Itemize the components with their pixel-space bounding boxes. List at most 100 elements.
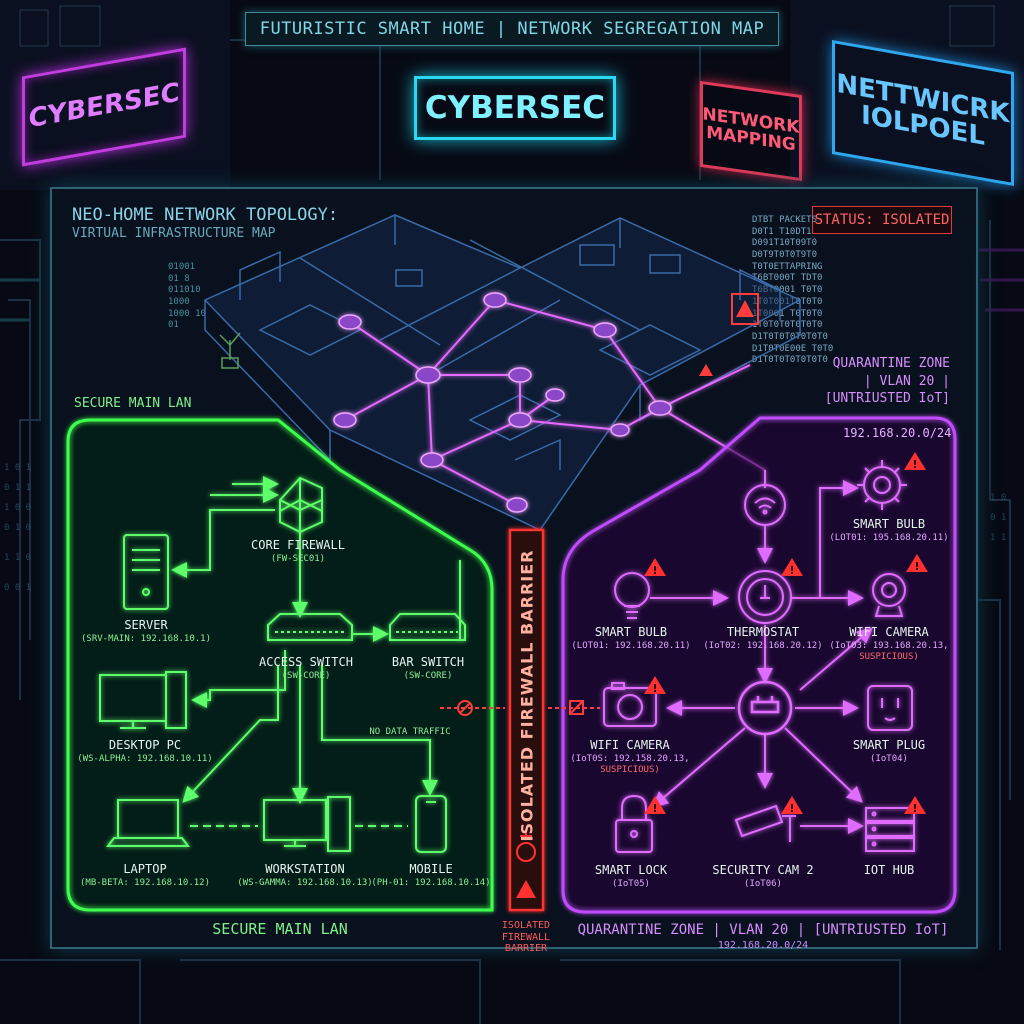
data-stream-line-right: T0T0ETTAPRING bbox=[752, 261, 823, 272]
svg-text:0 1 1: 0 1 1 bbox=[4, 483, 31, 493]
workstation-label: WORKSTATION bbox=[265, 862, 345, 876]
bar-switch-sub: (SW-CORE) bbox=[403, 671, 453, 681]
secure-lan-title: SECURE MAIN LAN bbox=[74, 396, 192, 411]
svg-text:0 1 0: 0 1 0 bbox=[4, 523, 31, 533]
svg-text:1 0 0: 1 0 0 bbox=[4, 503, 31, 513]
smart-plug-icon bbox=[867, 685, 913, 731]
thermostat-icon bbox=[738, 570, 792, 624]
data-stream-line-right: 1T0T001T0T0T0 bbox=[752, 297, 833, 309]
svg-text:0 0 1: 0 0 1 bbox=[4, 583, 31, 593]
svg-text:!: ! bbox=[914, 560, 919, 573]
svg-text:!: ! bbox=[652, 682, 657, 695]
svg-text:1 0: 1 0 bbox=[990, 493, 1006, 503]
data-stream-line-right: D1T0T0E00E T0T0 bbox=[752, 343, 834, 354]
topology-subtitle: VIRTUAL INFRASTRUCTURE MAP bbox=[72, 226, 276, 241]
status-badge: STATUS: ISOLATED bbox=[812, 206, 952, 234]
security-cam-2-label: SECURITY CAM 2 bbox=[712, 863, 814, 877]
svg-text:1 1: 1 1 bbox=[990, 533, 1006, 543]
core-firewall-sub: (FW-SEC01) bbox=[270, 554, 326, 564]
mobile-icon bbox=[415, 795, 447, 853]
wifi-camera-icon-left bbox=[603, 682, 657, 727]
mobile-label: MOBILE bbox=[409, 862, 453, 876]
bar-switch-label: BAR SWITCH bbox=[391, 655, 465, 669]
smart-lock-sub: (IoT05) bbox=[612, 879, 650, 889]
smart-lock-label: SMART LOCK bbox=[594, 863, 668, 877]
data-stream-line-right: DTBT PACKETS bbox=[752, 215, 818, 225]
laptop-sub: (MB-BETA: 192.168.10.12) bbox=[79, 878, 211, 888]
access-switch-icon bbox=[267, 613, 353, 641]
iot-hub-label: IOT HUB bbox=[863, 863, 915, 877]
quarantine-footer: QUARANTINE ZONE | VLAN 20 | [UNTRIUSTED … bbox=[577, 922, 949, 938]
bar-switch-icon bbox=[389, 613, 466, 641]
data-stream-line-left: 01 8 bbox=[168, 273, 190, 284]
access-switch-label: ACCESS SWITCH bbox=[259, 655, 353, 669]
wifi-camera-right-suspicious: SUSPICIOUS) bbox=[859, 652, 919, 662]
smart-bulb-top-sub: (LOT01: 195.168.20.11) bbox=[829, 533, 949, 543]
iot-hub-icon bbox=[865, 807, 915, 852]
data-stream-line-left: 01 bbox=[168, 320, 179, 331]
firewall-barrier-footer: ISOLATED FIREWALL BARRIER bbox=[501, 920, 551, 954]
bulb-icon bbox=[614, 572, 650, 619]
laptop-icon bbox=[106, 799, 190, 847]
access-switch-sub: (SW-CORE) bbox=[281, 671, 331, 681]
gear-icon bbox=[857, 460, 907, 510]
data-stream-line-left: 1000 10 bbox=[168, 308, 206, 319]
warning-icons bbox=[644, 452, 928, 814]
smart-bulb-top-label: SMART BULB bbox=[852, 517, 926, 531]
wifi-camera-icon-right bbox=[872, 573, 906, 617]
firewall-barrier-label: ISOLATED FIREWALL BARRIER bbox=[517, 549, 537, 841]
workstation-icon bbox=[263, 796, 351, 852]
svg-text:0 1: 0 1 bbox=[990, 513, 1006, 523]
no-data-traffic-label: NO DATA TRAFFIC bbox=[369, 727, 451, 737]
blocked-links bbox=[440, 700, 600, 716]
secure-lan-boundary bbox=[66, 418, 494, 912]
wifi-camera-right-label: WIFI CAMERA bbox=[849, 625, 929, 639]
wifi-camera-left-label: WIFI CAMERA bbox=[590, 738, 670, 752]
secure-lan-footer: SECURE MAIN LAN bbox=[212, 920, 348, 938]
desktop-pc-sub: (WS-ALPHA: 192.168.10.11) bbox=[77, 754, 213, 764]
page-title: FUTURISTIC SMART HOME | NETWORK SEGREGAT… bbox=[245, 12, 779, 46]
thermostat-sub: (IoT02: 192.168.20.12) bbox=[703, 641, 823, 651]
laptop-label: LAPTOP bbox=[123, 862, 167, 876]
workstation-sub: (WS-GAMMA: 192.168.10.13) bbox=[237, 878, 373, 888]
security-camera-icon bbox=[734, 804, 796, 842]
smart-bulb-sub: (LOT01: 192.168.20.11) bbox=[571, 641, 691, 651]
house-warning-icon-small bbox=[699, 364, 713, 376]
wifi-camera-left-suspicious: SUSPICIOUS) bbox=[600, 765, 660, 775]
iot-hub-center-icon bbox=[737, 680, 793, 736]
core-firewall-label: CORE FIREWALL bbox=[251, 538, 345, 552]
data-stream-line-right: D1T0T0T0T0T0T0 bbox=[752, 355, 828, 366]
desktop-pc-icon bbox=[99, 671, 187, 729]
firewall-barrier bbox=[508, 528, 545, 912]
server-label: SERVER bbox=[124, 618, 168, 632]
wifi-router-icon bbox=[744, 484, 786, 526]
data-stream-line-right: 1T0001 T0T0T0 bbox=[752, 308, 823, 319]
svg-text:!: ! bbox=[789, 564, 794, 577]
mobile-sub: (PH-01: 192.168.10.14) bbox=[371, 878, 491, 888]
svg-text:1 0 1: 1 0 1 bbox=[4, 463, 31, 473]
quarantine-links bbox=[650, 470, 874, 834]
isometric-house bbox=[203, 214, 802, 531]
data-stream-line-left: 01001 bbox=[168, 262, 196, 272]
thermostat-label: THERMOSTAT bbox=[726, 625, 800, 639]
secure-lan-links bbox=[171, 476, 461, 827]
smart-plug-label: SMART PLUG bbox=[852, 738, 926, 752]
data-stream-line-left: 1000 bbox=[168, 297, 190, 308]
server-icon bbox=[123, 534, 169, 610]
security-cam-2-sub: (IoT06) bbox=[744, 879, 782, 889]
data-stream-line-left: 011010 bbox=[168, 285, 201, 296]
cybersec-sign-center: CYBERSEC bbox=[414, 76, 616, 140]
smart-plug-sub: (IoT04) bbox=[870, 754, 908, 764]
data-stream-line-right: D091T10T09T0 bbox=[752, 238, 818, 249]
svg-text:!: ! bbox=[912, 802, 917, 815]
quarantine-footer-subnet: 192.168.20.0/24 bbox=[717, 940, 809, 951]
svg-text:!: ! bbox=[652, 564, 657, 577]
plant-icon bbox=[219, 332, 241, 369]
desktop-pc-label: DESKTOP PC bbox=[108, 738, 182, 752]
data-stream-line-right: D0T9T0T0T9T0 bbox=[752, 250, 818, 261]
house-router-nodes bbox=[333, 292, 672, 513]
data-stream-line-right: D1T0T0T0T0T0T0 bbox=[752, 331, 828, 342]
quarantine-subnet: 192.168.20.0/24 bbox=[843, 426, 952, 440]
svg-text:1 1 0: 1 1 0 bbox=[4, 553, 31, 563]
